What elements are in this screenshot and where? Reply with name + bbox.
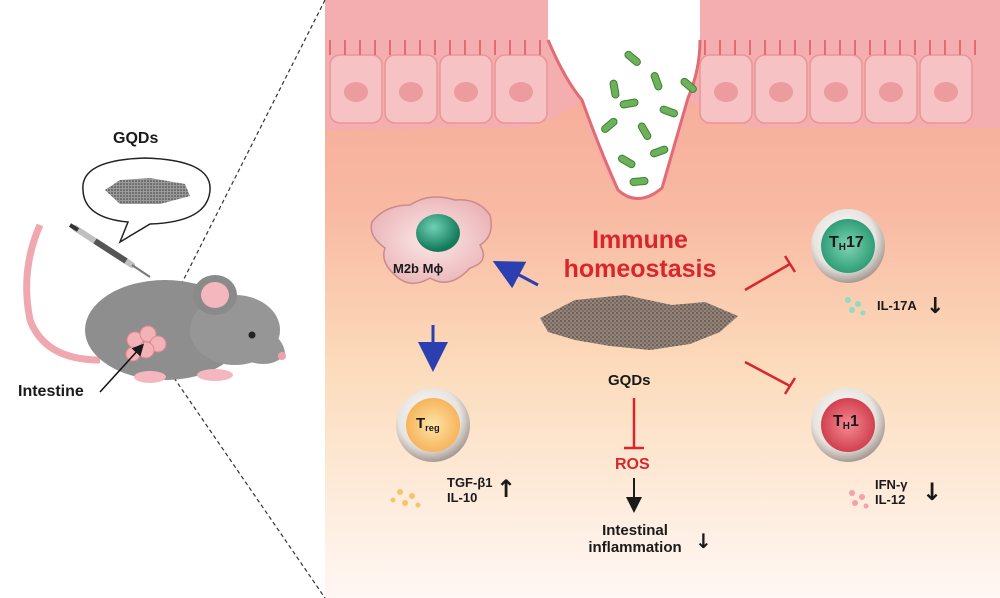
th1-suffix: 1 [849, 413, 859, 430]
th17-cell-icon [811, 209, 885, 283]
title-line-1: Immune [592, 226, 688, 254]
bacteria-icon [601, 50, 697, 186]
immune-homeostasis-title: Immune homeostasis [550, 226, 730, 284]
macrophage-icon [370, 196, 492, 284]
th1-cytokine-dots-icon [849, 490, 869, 509]
th17-suffix: 17 [845, 234, 864, 251]
il17a-down-arrow: ↓ [926, 294, 945, 319]
treg-cytokines: TGF-β1 IL-10 [447, 475, 493, 506]
ifn-g-label: IFN-γ [875, 477, 908, 492]
ros-label: ROS [615, 456, 650, 473]
tgf-b1-label: TGF-β1 [447, 475, 493, 490]
title-line-2: homeostasis [563, 254, 717, 283]
intestinal-inflammation-label: Intestinal inflammation [574, 522, 696, 557]
syringe-icon [68, 223, 151, 278]
il12-label: IL-12 [875, 491, 906, 507]
th1-sub: H [842, 421, 850, 433]
il17a-label: IL-17A [877, 298, 917, 313]
tissue-panel [325, 0, 1000, 598]
arrow-to-macrophage [492, 260, 539, 289]
th17-cell-label: TH17 [829, 234, 864, 254]
th17-main: T [829, 234, 839, 251]
mouse-gqds-label: GQDs [113, 130, 159, 147]
gqd-bubble-icon [82, 157, 211, 244]
th1-cell-icon [811, 388, 885, 462]
il17a-dots-icon [845, 297, 866, 316]
graphene-flake-icon [540, 295, 738, 350]
center-gqds-label: GQDs [608, 372, 651, 389]
zoom-lines [147, 0, 326, 598]
th17-sub: H [838, 242, 846, 254]
th1-cell-label: TH1 [833, 413, 859, 433]
th1-cytokines: IFN-γ IL-12 [875, 477, 908, 508]
intestine-label: Intestine [18, 383, 84, 400]
inflammation-down-arrow: ↓ [695, 529, 712, 553]
inflammation-line-2: inflammation [588, 539, 682, 557]
inhibit-th17 [744, 262, 791, 292]
inflammation-line-1: Intestinal [602, 522, 668, 539]
treg-cytokine-dots-icon [390, 489, 421, 508]
th1-main: T [833, 413, 843, 430]
il10-label: IL-10 [447, 489, 478, 505]
treg-cell-icon [396, 388, 470, 462]
treg-cell-label: Treg [416, 415, 440, 434]
th1-down-arrow: ↓ [922, 478, 943, 506]
macrophage-label: M2b Mϕ [393, 261, 444, 276]
mouse-icon [23, 223, 286, 393]
treg-main: T [416, 415, 426, 432]
treg-sub: reg [425, 423, 440, 434]
inhibit-th1 [744, 360, 791, 388]
treg-up-arrow: ↑ [496, 475, 517, 503]
